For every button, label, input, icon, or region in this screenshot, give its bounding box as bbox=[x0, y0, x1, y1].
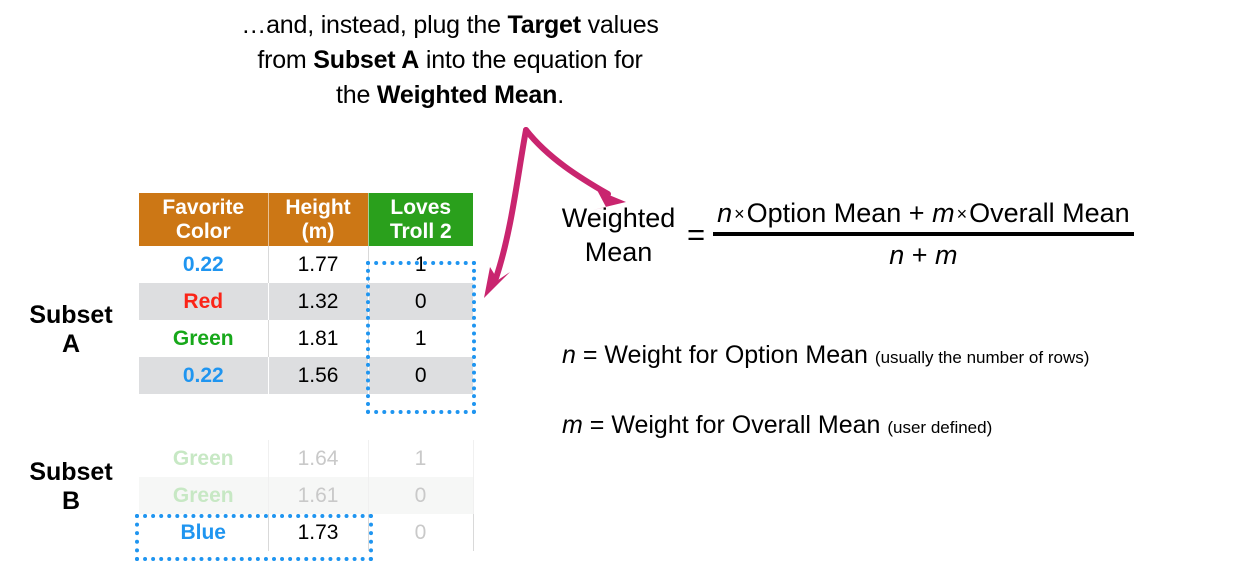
headline-line-3: the Weighted Mean. bbox=[336, 81, 564, 109]
cell-height: 1.77 bbox=[268, 246, 369, 283]
cell-height: 1.32 bbox=[268, 283, 369, 320]
table-row: Red 1.32 0 bbox=[139, 283, 473, 320]
cell-favorite-color: Green bbox=[139, 440, 269, 477]
equation-numerator: n×Option Mean + m×Overall Mean bbox=[717, 198, 1130, 228]
headline-text: …and, instead, plug the Target values fr… bbox=[150, 8, 750, 113]
equation-denominator: n + m bbox=[889, 240, 958, 270]
equation-fraction: n×Option Mean + m×Overall Mean n + m bbox=[713, 198, 1134, 271]
table-row: 0.22 1.77 1 bbox=[139, 246, 473, 283]
legend-m-definition: m = Weight for Overall Mean (user define… bbox=[562, 411, 993, 439]
cell-favorite-color: Green bbox=[139, 477, 269, 514]
cell-favorite-color: Red bbox=[139, 283, 269, 320]
subset-b-label-line1: Subset bbox=[29, 458, 113, 486]
table-row: Green 1.81 1 bbox=[139, 320, 473, 357]
equation-equals-sign: = bbox=[687, 216, 706, 252]
subset-a-label-line1: Subset bbox=[29, 301, 113, 329]
cell-loves-troll-2: 1 bbox=[368, 440, 474, 477]
cell-favorite-color: Blue bbox=[139, 514, 269, 551]
cell-height: 1.56 bbox=[268, 357, 369, 394]
cell-loves-troll-2: 0 bbox=[368, 514, 474, 551]
legend-n-definition: n = Weight for Option Mean (usually the … bbox=[562, 341, 1090, 369]
cell-height: 1.61 bbox=[268, 477, 369, 514]
cell-loves-troll-2: 0 bbox=[368, 477, 474, 514]
cell-loves-troll-2: 1 bbox=[368, 320, 473, 357]
cell-height: 1.73 bbox=[268, 514, 369, 551]
subset-a-label-line2: A bbox=[61, 330, 81, 358]
cell-favorite-color: 0.22 bbox=[139, 357, 269, 394]
table-row: Green 1.61 0 bbox=[139, 477, 474, 514]
double-headed-curved-arrow-icon bbox=[484, 127, 626, 298]
column-header-height: Height(m) bbox=[268, 193, 369, 246]
table-row: 0.22 1.56 0 bbox=[139, 357, 473, 394]
table-row: Blue 1.73 0 bbox=[139, 514, 474, 551]
cell-loves-troll-2: 0 bbox=[368, 283, 473, 320]
cell-height: 1.81 bbox=[268, 320, 369, 357]
subset-a-label: Subset A bbox=[6, 301, 136, 359]
headline-line-2: from Subset A into the equation for bbox=[257, 46, 643, 74]
table-row: Green 1.64 1 bbox=[139, 440, 474, 477]
equation-fraction-bar bbox=[713, 232, 1134, 236]
subset-b-table: Green 1.64 1 Green 1.61 0 Blue 1.73 0 bbox=[139, 440, 474, 551]
headline-line-1: …and, instead, plug the Target values bbox=[241, 11, 659, 39]
cell-loves-troll-2: 0 bbox=[368, 357, 473, 394]
cell-favorite-color: Green bbox=[139, 320, 269, 357]
subset-b-label: Subset B bbox=[6, 458, 136, 516]
cell-favorite-color: 0.22 bbox=[139, 246, 269, 283]
cell-height: 1.64 bbox=[268, 440, 369, 477]
subset-b-label-line2: B bbox=[61, 487, 81, 515]
